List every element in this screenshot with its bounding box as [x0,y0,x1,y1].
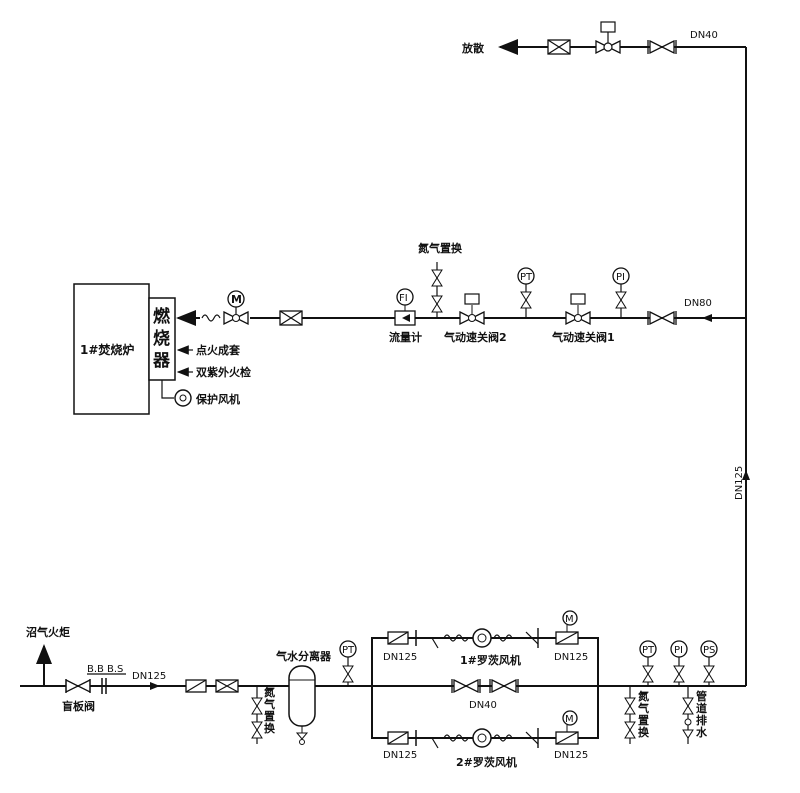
svg-text:PT: PT [520,272,533,283]
furnace-label: 1#焚烧炉 [80,342,134,357]
vent-actuated-valve[interactable] [595,21,621,55]
pipe-drain-label: 管道排水 [696,689,708,739]
flow-meter: FI [394,288,416,326]
svg-text:PI: PI [674,645,683,656]
burner-char-2: 烧 [153,329,170,349]
pi-dn80: PI [612,267,630,318]
fan1-label: 1#罗茨风机 [460,653,521,667]
riser-flow-arrow [742,470,750,480]
nitrogen-purge-left-label: 氮气置换 [263,685,276,735]
svg-text:PT: PT [642,645,655,656]
separator-label: 气水分离器 [275,649,332,663]
biogas-flare-label: 沼气火炬 [26,625,70,639]
dn125-vertical-label: DN125 [734,466,745,500]
svg-text:PI: PI [616,272,625,283]
flare-section: 沼气火炬 盲板阀 B.B B.S DN125 [26,625,357,745]
bypass-valves[interactable] [451,678,519,694]
svg-text:M: M [565,614,574,625]
ps-right: PS [700,640,718,686]
flow-meter-label: 流量计 [389,330,422,344]
vent-section: 放散 DN40 [461,21,718,55]
fan2-blower-icon [472,728,492,748]
dn125-main-label: DN125 [132,671,166,682]
dn40-bypass-label: DN40 [469,700,497,711]
fan2-inlet-check [387,731,409,745]
fan2-motor-valve[interactable]: M [555,710,579,745]
dn80-flame-arrestor [279,310,303,326]
dn80-gate-valve[interactable] [647,310,677,326]
main-flame-arrestor [215,679,239,693]
nitrogen-purge-right-label: 氮气置换 [637,689,650,739]
nitrogen-purge-top-label: 氮气置换 [418,241,463,255]
protect-fan-label: 保护风机 [195,392,240,406]
dn125-c-label: DN125 [383,750,417,761]
dn40-top-label: DN40 [690,30,718,41]
svg-text:M: M [565,714,574,725]
dn125-a-label: DN125 [383,652,417,663]
fan1-blower-icon [472,628,492,648]
pneumatic-valve-2[interactable] [459,293,485,326]
fan2-label: 2#罗茨风机 [456,755,517,769]
dn125-b-label: DN125 [554,652,588,663]
nitrogen-purge-right[interactable] [624,686,636,744]
nitrogen-purge-top[interactable] [431,262,443,318]
fan1-motor-valve[interactable]: M [555,610,579,645]
burner-char-3: 器 [152,351,171,371]
pt-dn80: PT [517,267,535,318]
right-instruments: PT PI PS 氮气置换 [624,640,718,744]
svg-text:FI: FI [399,293,408,304]
main-flow-arrow [150,682,160,690]
fan1-branch: M DN125 1#罗茨风机 DN125 [383,610,588,667]
pneumatic-valve-1[interactable] [565,293,591,326]
fan2-branch: M DN125 2#罗茨风机 DN125 [383,710,588,769]
protect-fan-line [161,380,174,399]
vent-label: 放散 [461,41,485,55]
blind-valve[interactable] [65,678,91,694]
svg-text:PT: PT [342,645,355,656]
protect-fan-icon [174,389,192,407]
burner-box [148,297,176,381]
dn125-d-label: DN125 [554,750,588,761]
vent-gate-valve[interactable] [647,39,677,55]
vent-flame-arrestor [547,39,571,55]
nitrogen-purge-left[interactable] [251,686,263,744]
svg-text:PS: PS [703,645,715,656]
dn80-flow-arrow [702,314,712,322]
pneumatic-valve-2-label: 气动速关阀2 [443,330,507,344]
burner-char-1: 燃 [153,306,171,327]
ignition-label: 点火成套 [196,343,241,357]
bs-label: B.S [107,664,123,675]
pneumatic-valve-1-label: 气动速关阀1 [551,330,615,344]
furnace-group: 1#焚烧炉 燃 烧 器 点火成套 双紫外火检 保护风机 [73,283,251,415]
pi-right: PI [670,640,688,686]
pt-right: PT [639,640,657,686]
dn80-line: M FI 流量计 氮气置换 [176,241,712,344]
flex-hose [201,314,221,322]
dn80-label: DN80 [684,298,712,309]
burner-motor-valve[interactable]: M [223,290,249,326]
bb-label: B.B [87,664,104,675]
uv-detector-label: 双紫外火检 [196,365,251,379]
svg-text:M: M [231,293,242,306]
furnace-box [73,283,150,415]
main-check-valve [185,679,207,693]
pipe-drain[interactable] [682,686,694,744]
fan1-inlet-check [387,631,409,645]
blind-valve-label: 盲板阀 [62,699,95,713]
gas-water-separator [288,665,316,745]
pt-header: PT [339,640,357,686]
